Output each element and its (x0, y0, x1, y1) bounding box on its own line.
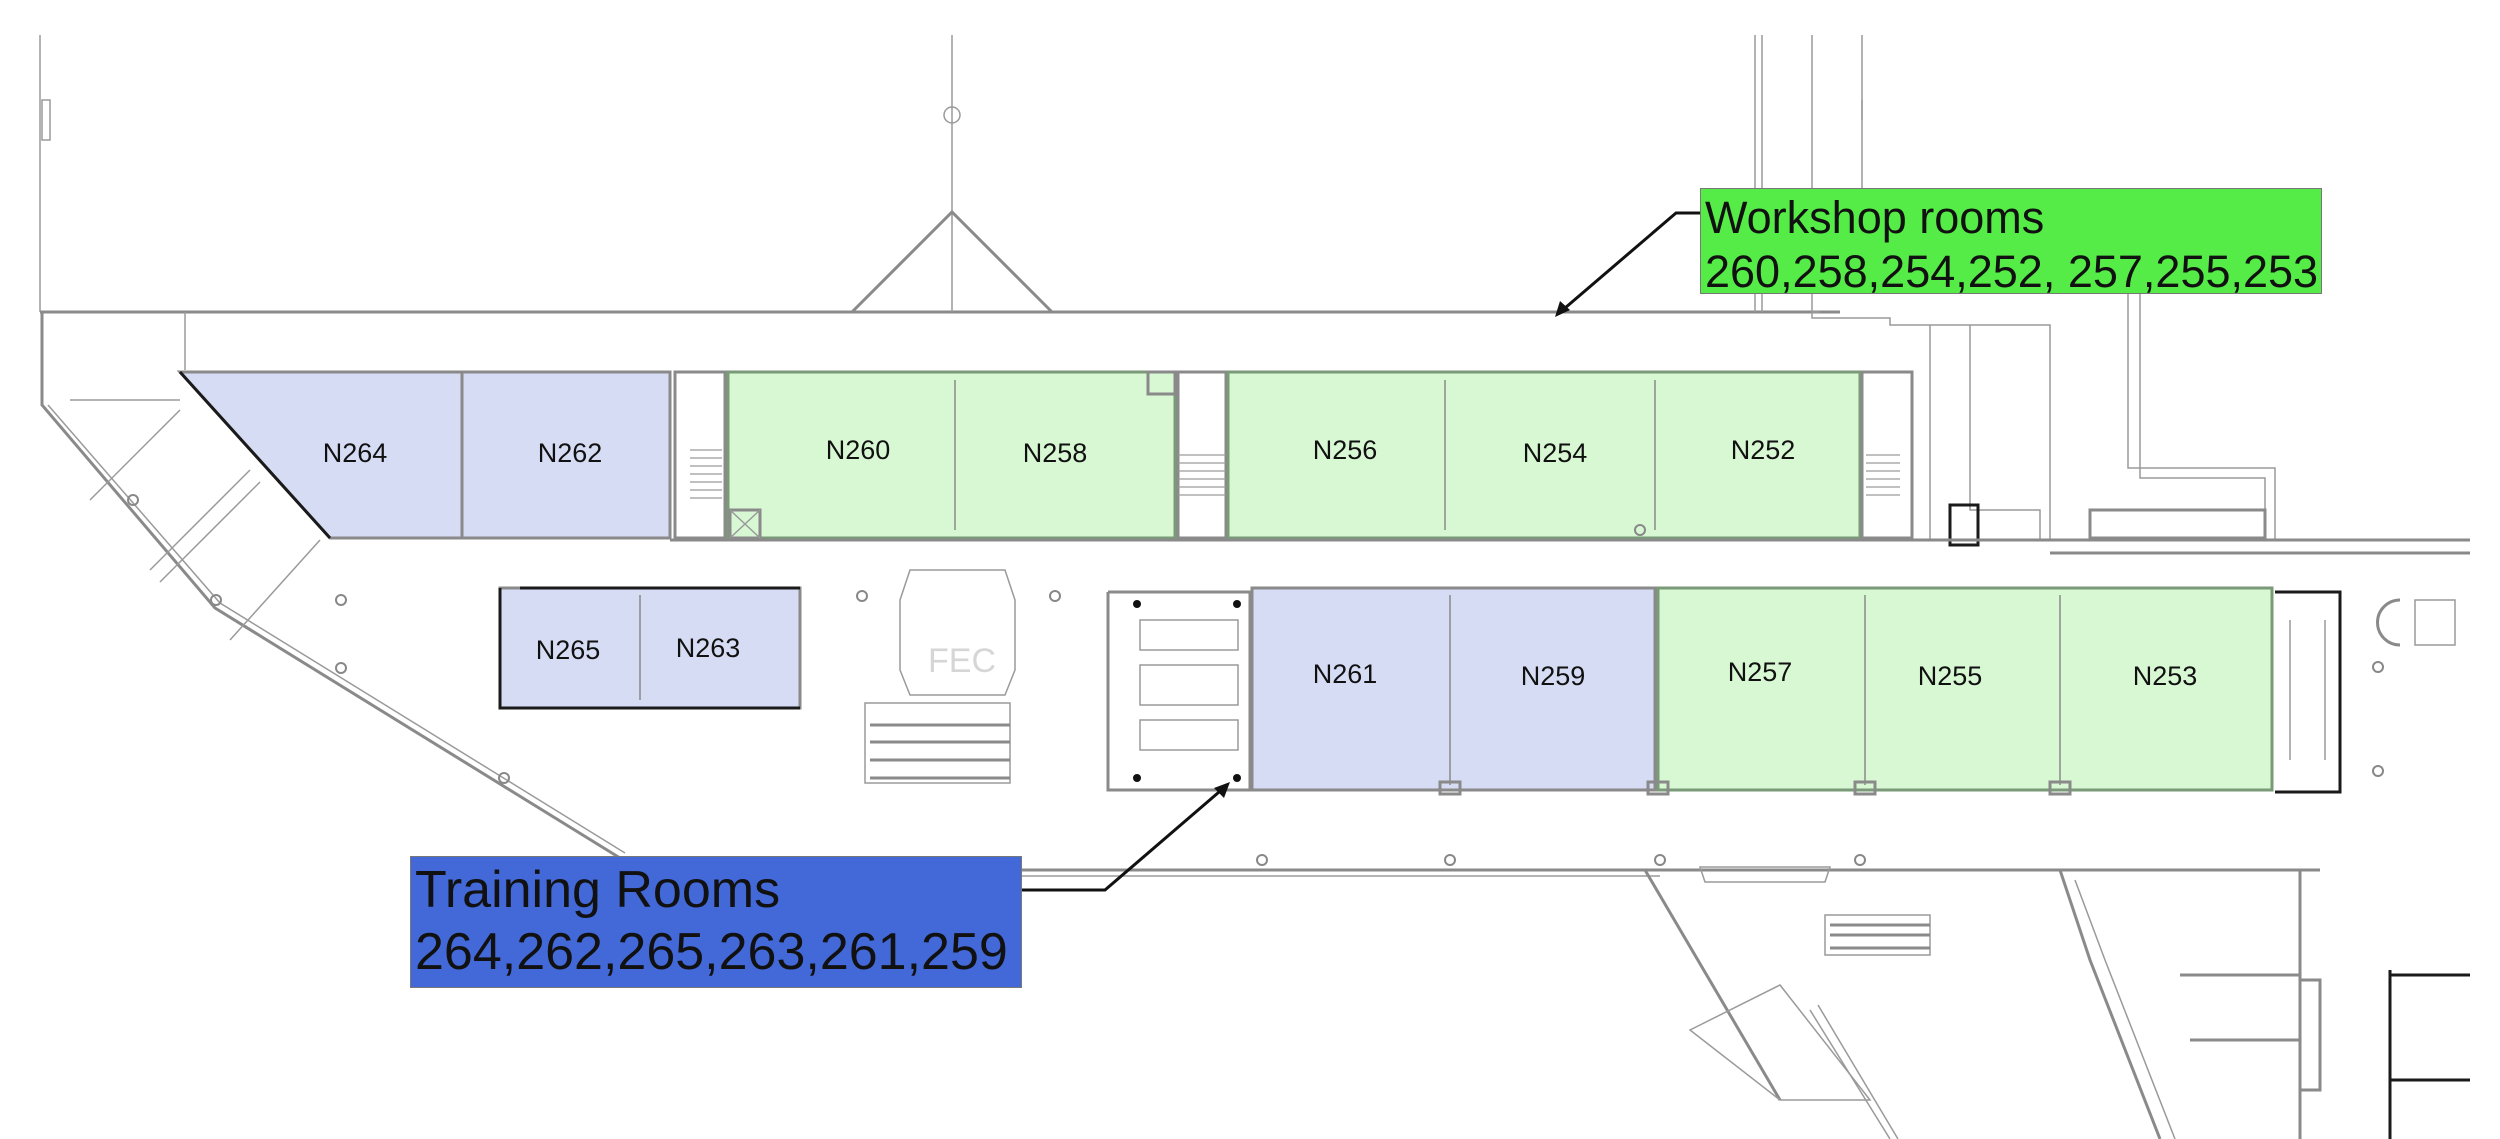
room-N260[interactable] (726, 370, 1177, 540)
bottom-row-rooms (1250, 586, 2274, 796)
room-label: N252 (1731, 435, 1796, 465)
escalator-lower-right (1698, 866, 1931, 956)
room-N256[interactable] (1226, 370, 1862, 540)
training-callout-rooms: 264,262,265,263,261,259 (415, 923, 1008, 982)
workshop-leader-line (1557, 211, 1700, 316)
room-label: N253 (2133, 661, 2198, 691)
callout-leaders (1022, 211, 1700, 892)
workshop-callout-title: Workshop rooms (1705, 192, 2045, 243)
room-N257[interactable] (1656, 586, 2274, 792)
workshop-callout-rooms: 260,258,254,252, 257,255,253 (1705, 246, 2319, 297)
room-labels: N264 N262 N260 N258 N256 N254 N252 N265 … (323, 435, 2198, 691)
arrow-head-icon (1214, 782, 1230, 798)
top-row-rooms (176, 325, 2050, 542)
room-label: N257 (1728, 657, 1793, 687)
fec-kiosk: FEC (899, 569, 1016, 696)
island-rooms (498, 586, 802, 710)
room-label: N263 (676, 633, 741, 663)
stairs-1 (690, 449, 722, 499)
columns (127, 494, 2384, 866)
room-label: N259 (1521, 661, 1586, 691)
restroom-center (1106, 590, 1252, 792)
room-label: N265 (536, 635, 601, 665)
workshop-rooms-callout: Workshop rooms 260,258,254,252, 257,255,… (1700, 188, 2322, 297)
fec-label: FEC (928, 642, 996, 680)
room-label: N254 (1523, 438, 1588, 468)
room-N261[interactable] (1250, 586, 1657, 792)
escalator-center (864, 702, 1011, 784)
room-label: N261 (1313, 659, 1378, 689)
room-label: N255 (1918, 661, 1983, 691)
room-label: N262 (538, 438, 603, 468)
training-leader-line (1022, 784, 1227, 892)
stairs-2 (1178, 454, 1226, 496)
room-label: N256 (1313, 435, 1378, 465)
room-label: N258 (1023, 438, 1088, 468)
room-N264[interactable] (176, 370, 464, 540)
training-rooms-callout: Training Rooms 264,262,265,263,261,259 (410, 856, 1022, 988)
stairs-3 (1866, 454, 1900, 496)
training-callout-title: Training Rooms (415, 861, 781, 919)
room-label: N260 (826, 435, 891, 465)
room-label: N264 (323, 438, 388, 468)
restroom-right (2275, 590, 2456, 794)
arrow-head-icon (1555, 301, 1570, 317)
